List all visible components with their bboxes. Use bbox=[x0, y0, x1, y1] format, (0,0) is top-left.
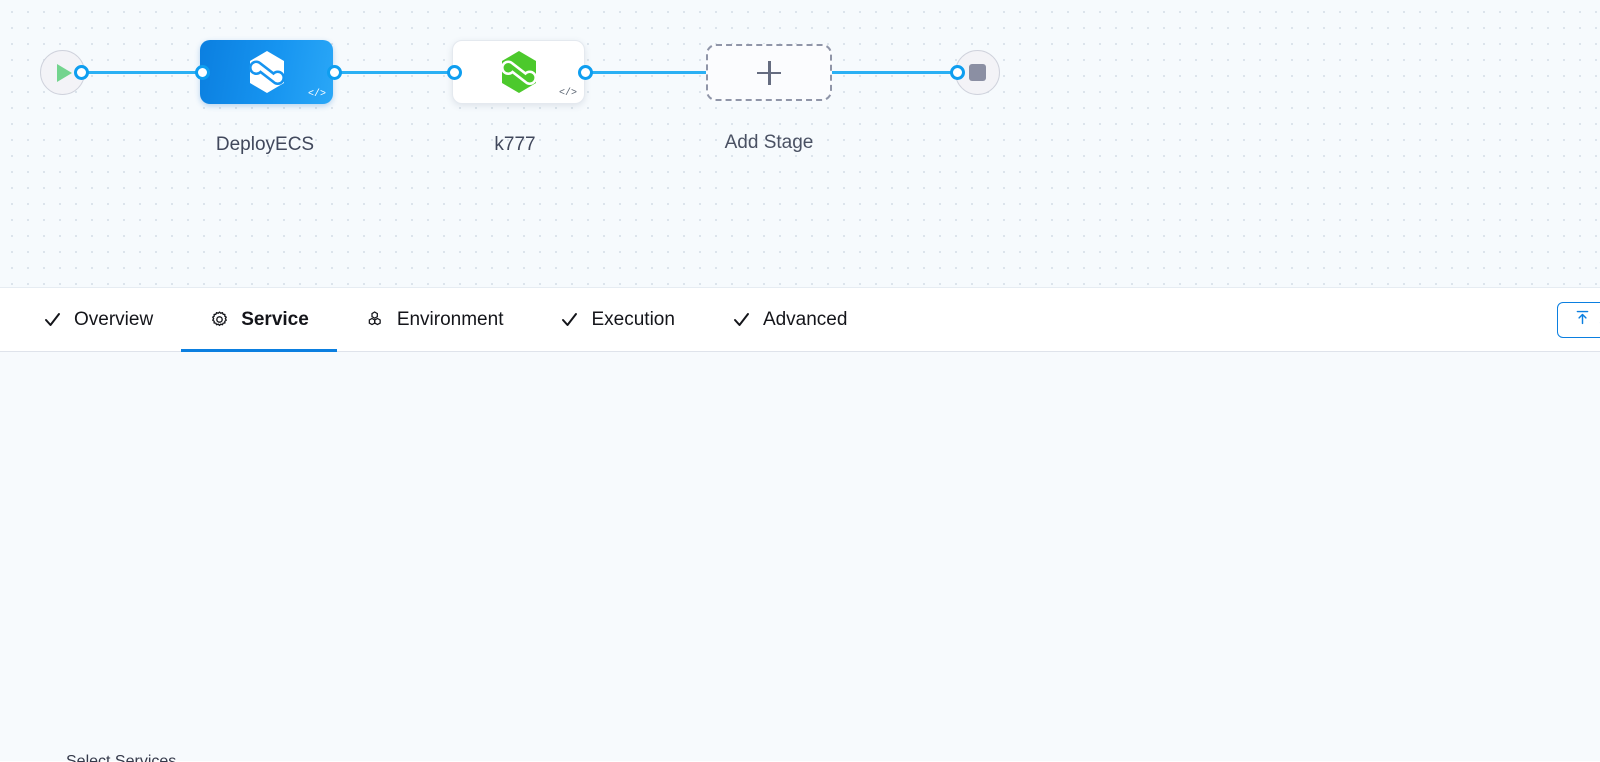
stage-label-k777: k777 bbox=[494, 134, 536, 155]
upload-icon bbox=[1574, 309, 1591, 331]
tab-label: Execution bbox=[591, 308, 675, 330]
harness-hexagon-icon bbox=[500, 51, 537, 93]
tab-label: Service bbox=[241, 308, 309, 330]
port-dot[interactable] bbox=[327, 65, 342, 80]
code-badge[interactable]: </> bbox=[558, 88, 577, 99]
connector-line bbox=[580, 71, 715, 74]
hexagons-icon bbox=[365, 309, 386, 330]
port-dot[interactable] bbox=[195, 65, 210, 80]
tab-environment[interactable]: Environment bbox=[337, 288, 532, 352]
check-icon bbox=[559, 309, 580, 330]
harness-hexagon-icon bbox=[248, 51, 285, 93]
tab-label: Advanced bbox=[762, 308, 848, 330]
add-stage-button[interactable] bbox=[706, 44, 832, 101]
check-icon bbox=[731, 309, 752, 330]
pipeline-canvas[interactable]: </> DeployECS </> k777 Add Stage bbox=[0, 0, 1600, 288]
connector-line bbox=[826, 71, 966, 74]
select-services-label: Select Services bbox=[66, 753, 177, 762]
tab-overview[interactable]: Overview bbox=[14, 288, 181, 352]
port-dot[interactable] bbox=[447, 65, 462, 80]
play-icon bbox=[57, 63, 72, 82]
save-button-label: S bbox=[1599, 310, 1600, 331]
tab-advanced[interactable]: Advanced bbox=[703, 288, 876, 352]
code-badge[interactable]: </> bbox=[307, 89, 326, 100]
port-dot[interactable] bbox=[950, 65, 965, 80]
plus-icon bbox=[757, 60, 781, 85]
gear-icon bbox=[209, 309, 230, 330]
port-dot[interactable] bbox=[74, 65, 89, 80]
stop-icon bbox=[969, 64, 986, 81]
service-panel: Select Services PROJECT 1 Add Service De… bbox=[0, 352, 1600, 762]
stage-tab-bar: Overview Service Environment Execution bbox=[0, 288, 1600, 353]
tab-execution[interactable]: Execution bbox=[531, 288, 702, 352]
save-button[interactable]: S bbox=[1556, 302, 1600, 338]
tab-service[interactable]: Service bbox=[181, 288, 337, 353]
add-stage-label: Add Stage bbox=[724, 132, 814, 153]
stage-node-deployecs[interactable]: </> bbox=[200, 40, 333, 104]
tab-label: Overview bbox=[74, 308, 154, 330]
connector-line bbox=[78, 71, 208, 74]
connector-line bbox=[330, 71, 460, 74]
port-dot[interactable] bbox=[578, 65, 593, 80]
stage-node-k777[interactable]: </> bbox=[452, 40, 585, 104]
stage-label-deployecs: DeployECS bbox=[215, 134, 315, 155]
tab-label: Environment bbox=[396, 308, 504, 330]
check-icon bbox=[42, 309, 63, 330]
